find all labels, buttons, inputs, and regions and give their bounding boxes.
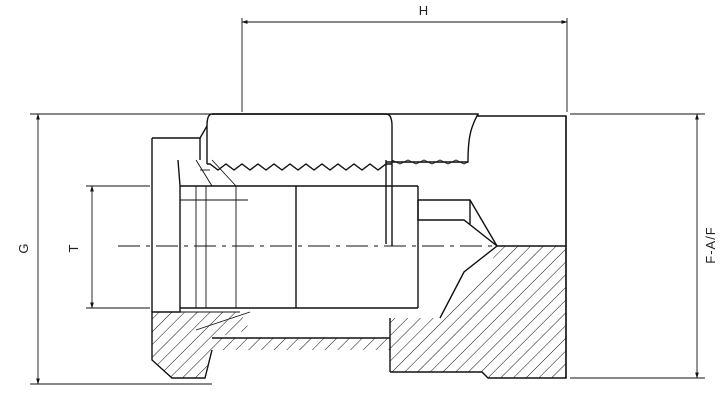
body-shoulder — [386, 113, 479, 163]
tube-and-ferrules — [180, 159, 419, 331]
af-label: F-A/F — [703, 226, 718, 264]
nut-thread-teeth — [207, 163, 392, 171]
body-outline — [212, 113, 567, 379]
ferrule-line-8 — [195, 311, 251, 331]
nut-top-shoulder — [152, 125, 208, 139]
nut-top-left-chamfer — [206, 113, 213, 164]
dimension-t: T — [66, 185, 150, 309]
bore-upper-cone — [418, 199, 498, 247]
t-label: T — [66, 244, 81, 253]
hex-nut — [151, 113, 469, 379]
ferrule-line-2 — [195, 159, 213, 187]
hatched-section — [152, 246, 566, 378]
nut-top-right-chamfer — [385, 113, 393, 160]
h-label: H — [419, 3, 429, 18]
ferrule-hatch-fill — [180, 312, 250, 338]
dimension-h: H — [241, 3, 568, 112]
g-label: G — [16, 242, 31, 253]
body-hatch-fill — [152, 246, 566, 378]
ferrule-line-3 — [211, 159, 237, 187]
body-thread-teeth — [391, 159, 469, 165]
dimension-g: G — [16, 113, 212, 385]
dimension-af: F-A/F — [570, 113, 718, 379]
nut-left-profile — [151, 159, 213, 379]
